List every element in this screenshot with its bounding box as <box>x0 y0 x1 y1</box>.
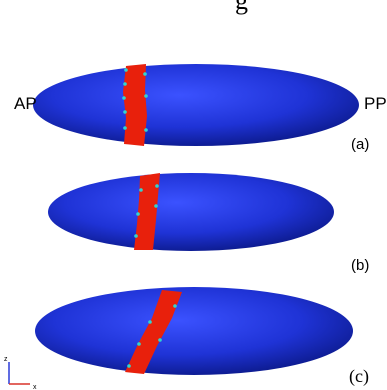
anterior-pole-label: AP <box>14 94 37 113</box>
stripe-edge-cells-a <box>122 68 148 132</box>
embryo-panel-b <box>48 173 334 251</box>
edge-cell <box>158 338 162 342</box>
edge-cell <box>148 320 152 324</box>
embryo-panel-c <box>35 287 353 375</box>
panel-label-c: (c) <box>349 366 369 386</box>
edge-cell <box>155 184 159 188</box>
edge-cell <box>134 234 138 238</box>
edge-cell <box>127 364 131 368</box>
panel-label-b: (b) <box>351 257 370 274</box>
edge-cell <box>123 110 127 114</box>
stripe-edge-cells-c <box>127 304 177 368</box>
edge-cell <box>137 342 141 346</box>
edge-cell <box>144 128 148 132</box>
edge-cell <box>124 68 128 72</box>
triad-z-label: z <box>4 356 8 363</box>
edge-cell <box>123 82 127 86</box>
caption-fragment: g <box>235 0 248 15</box>
edge-cell <box>173 304 177 308</box>
triad-x-label: x <box>33 384 37 390</box>
stripe-c <box>125 290 182 374</box>
stripe-b <box>134 173 160 250</box>
edge-cell <box>139 188 143 192</box>
edge-cell <box>154 204 158 208</box>
axes-triad: z x <box>4 356 37 390</box>
stripe-band-b <box>134 173 160 250</box>
panel-label-a: (a) <box>351 136 370 153</box>
stripe-band-a <box>123 64 147 146</box>
edge-cell <box>136 212 140 216</box>
posterior-pole-label: PP <box>364 94 387 113</box>
stripe-band-c <box>125 290 182 374</box>
embryo-body-c <box>35 287 353 375</box>
stripe-a <box>122 64 148 146</box>
embryo-body-a <box>33 64 359 146</box>
embryo-panel-a <box>33 64 359 146</box>
edge-cell <box>122 96 126 100</box>
edge-cell <box>123 126 127 130</box>
edge-cell <box>143 72 147 76</box>
stripe-edge-cells-b <box>134 184 159 238</box>
edge-cell <box>144 94 148 98</box>
embryo-body-b <box>48 173 334 251</box>
